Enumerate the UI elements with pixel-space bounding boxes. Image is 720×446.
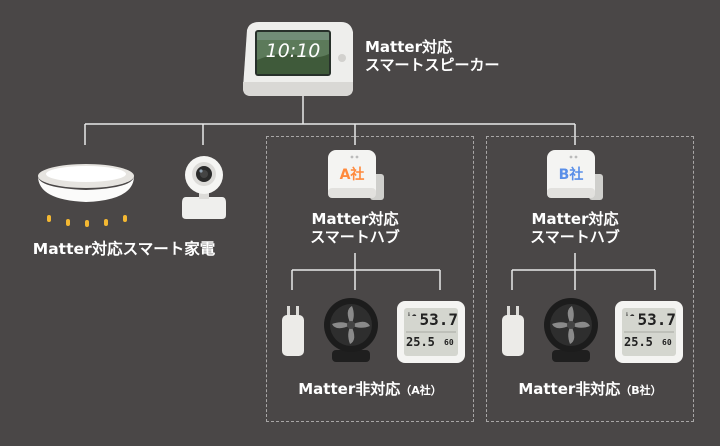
hub-b-label: Matter対応 スマートハブ: [496, 210, 654, 246]
thermometer-a-icon: ℹ ☁ 53.7 25.5 60: [396, 300, 466, 364]
hub-a-label: Matter対応 スマートハブ: [276, 210, 434, 246]
fan-b-icon: [542, 296, 600, 364]
speaker-screen-time: 10:10: [265, 40, 321, 62]
svg-text:ℹ ☁: ℹ ☁: [407, 312, 417, 318]
plug-a-icon: [280, 304, 306, 358]
thermo-a-small: 60: [444, 338, 454, 347]
hub-a-badge: A社: [339, 167, 365, 183]
thermo-b-small: 60: [662, 338, 672, 347]
ceiling-light-icon: [36, 162, 136, 232]
footer-b-note: （B社）: [620, 384, 662, 397]
speaker-label-line1: Matter対応: [365, 38, 452, 56]
appliances-label: Matter対応スマート家電: [32, 240, 216, 258]
fan-a-icon: [322, 296, 380, 364]
hub-a-label-line1: Matter対応: [311, 210, 399, 228]
footer-b-label: Matter非対応（B社）: [496, 380, 684, 398]
camera-icon: [180, 153, 228, 221]
speaker-label: Matter対応 スマートスピーカー: [365, 38, 500, 74]
thermo-b-bottom: 25.5: [624, 335, 653, 349]
footer-a-note: （A社）: [400, 384, 442, 397]
hub-b-label-line1: Matter対応: [531, 210, 619, 228]
thermometer-b-icon: ℹ ☁ 53.7 25.5 60: [614, 300, 684, 364]
plug-b-icon: [500, 304, 526, 358]
hub-b-badge: B社: [558, 167, 584, 183]
hub-a-device: A社: [326, 148, 386, 204]
footer-b-main: Matter非対応: [518, 380, 621, 398]
thermo-a-top: 53.7: [419, 310, 458, 329]
group-b-box: [486, 136, 694, 422]
footer-a-main: Matter非対応: [298, 380, 401, 398]
svg-text:ℹ ☁: ℹ ☁: [625, 312, 635, 318]
smart-speaker-device: 10:10: [241, 20, 355, 98]
thermo-a-bottom: 25.5: [406, 335, 435, 349]
hub-b-device: B社: [545, 148, 605, 204]
group-a-box: [266, 136, 474, 422]
hub-a-label-line2: スマートハブ: [310, 228, 400, 246]
thermo-b-top: 53.7: [637, 310, 676, 329]
footer-a-label: Matter非対応（A社）: [276, 380, 464, 398]
hub-b-label-line2: スマートハブ: [530, 228, 620, 246]
speaker-label-line2: スマートスピーカー: [365, 56, 500, 74]
